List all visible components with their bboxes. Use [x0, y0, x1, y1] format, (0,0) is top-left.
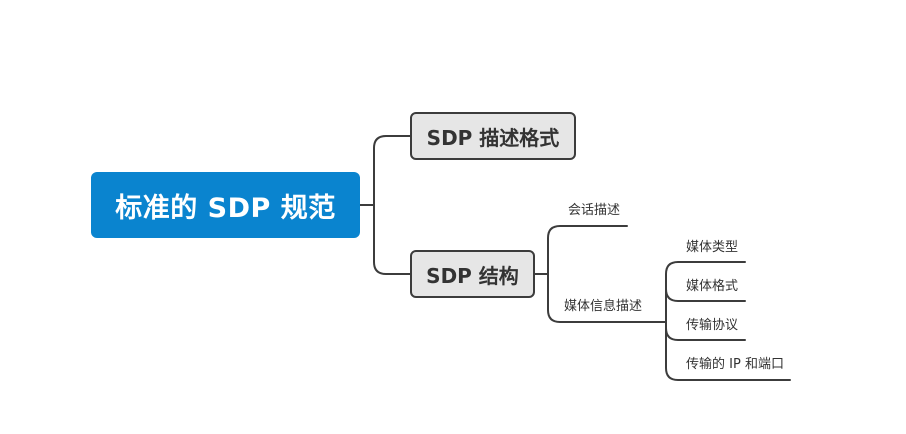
leaf-media-type[interactable]: 媒体类型	[686, 240, 739, 255]
leaf-session-description[interactable]: 会话描述	[568, 203, 621, 218]
branch-node-sdp-structure[interactable]: SDP 结构	[410, 250, 535, 298]
connector-root-branches	[359, 135, 411, 275]
leaf-transport-protocol[interactable]: 传输协议	[686, 318, 739, 333]
root-node-label: 标准的 SDP 规范	[115, 192, 336, 224]
connector-structure-children	[534, 225, 647, 323]
branch-node-label: SDP 描述格式	[426, 125, 560, 150]
leaf-media-format[interactable]: 媒体格式	[686, 279, 739, 294]
leaf-transport-ip-port[interactable]: 传输的 IP 和端口	[686, 357, 784, 372]
root-node[interactable]: 标准的 SDP 规范	[91, 172, 360, 238]
leaf-media-info-description[interactable]: 媒体信息描述	[564, 299, 643, 314]
branch-node-label: SDP 结构	[426, 263, 519, 288]
connector-media-children	[645, 261, 791, 381]
branch-node-sdp-format[interactable]: SDP 描述格式	[410, 112, 576, 160]
